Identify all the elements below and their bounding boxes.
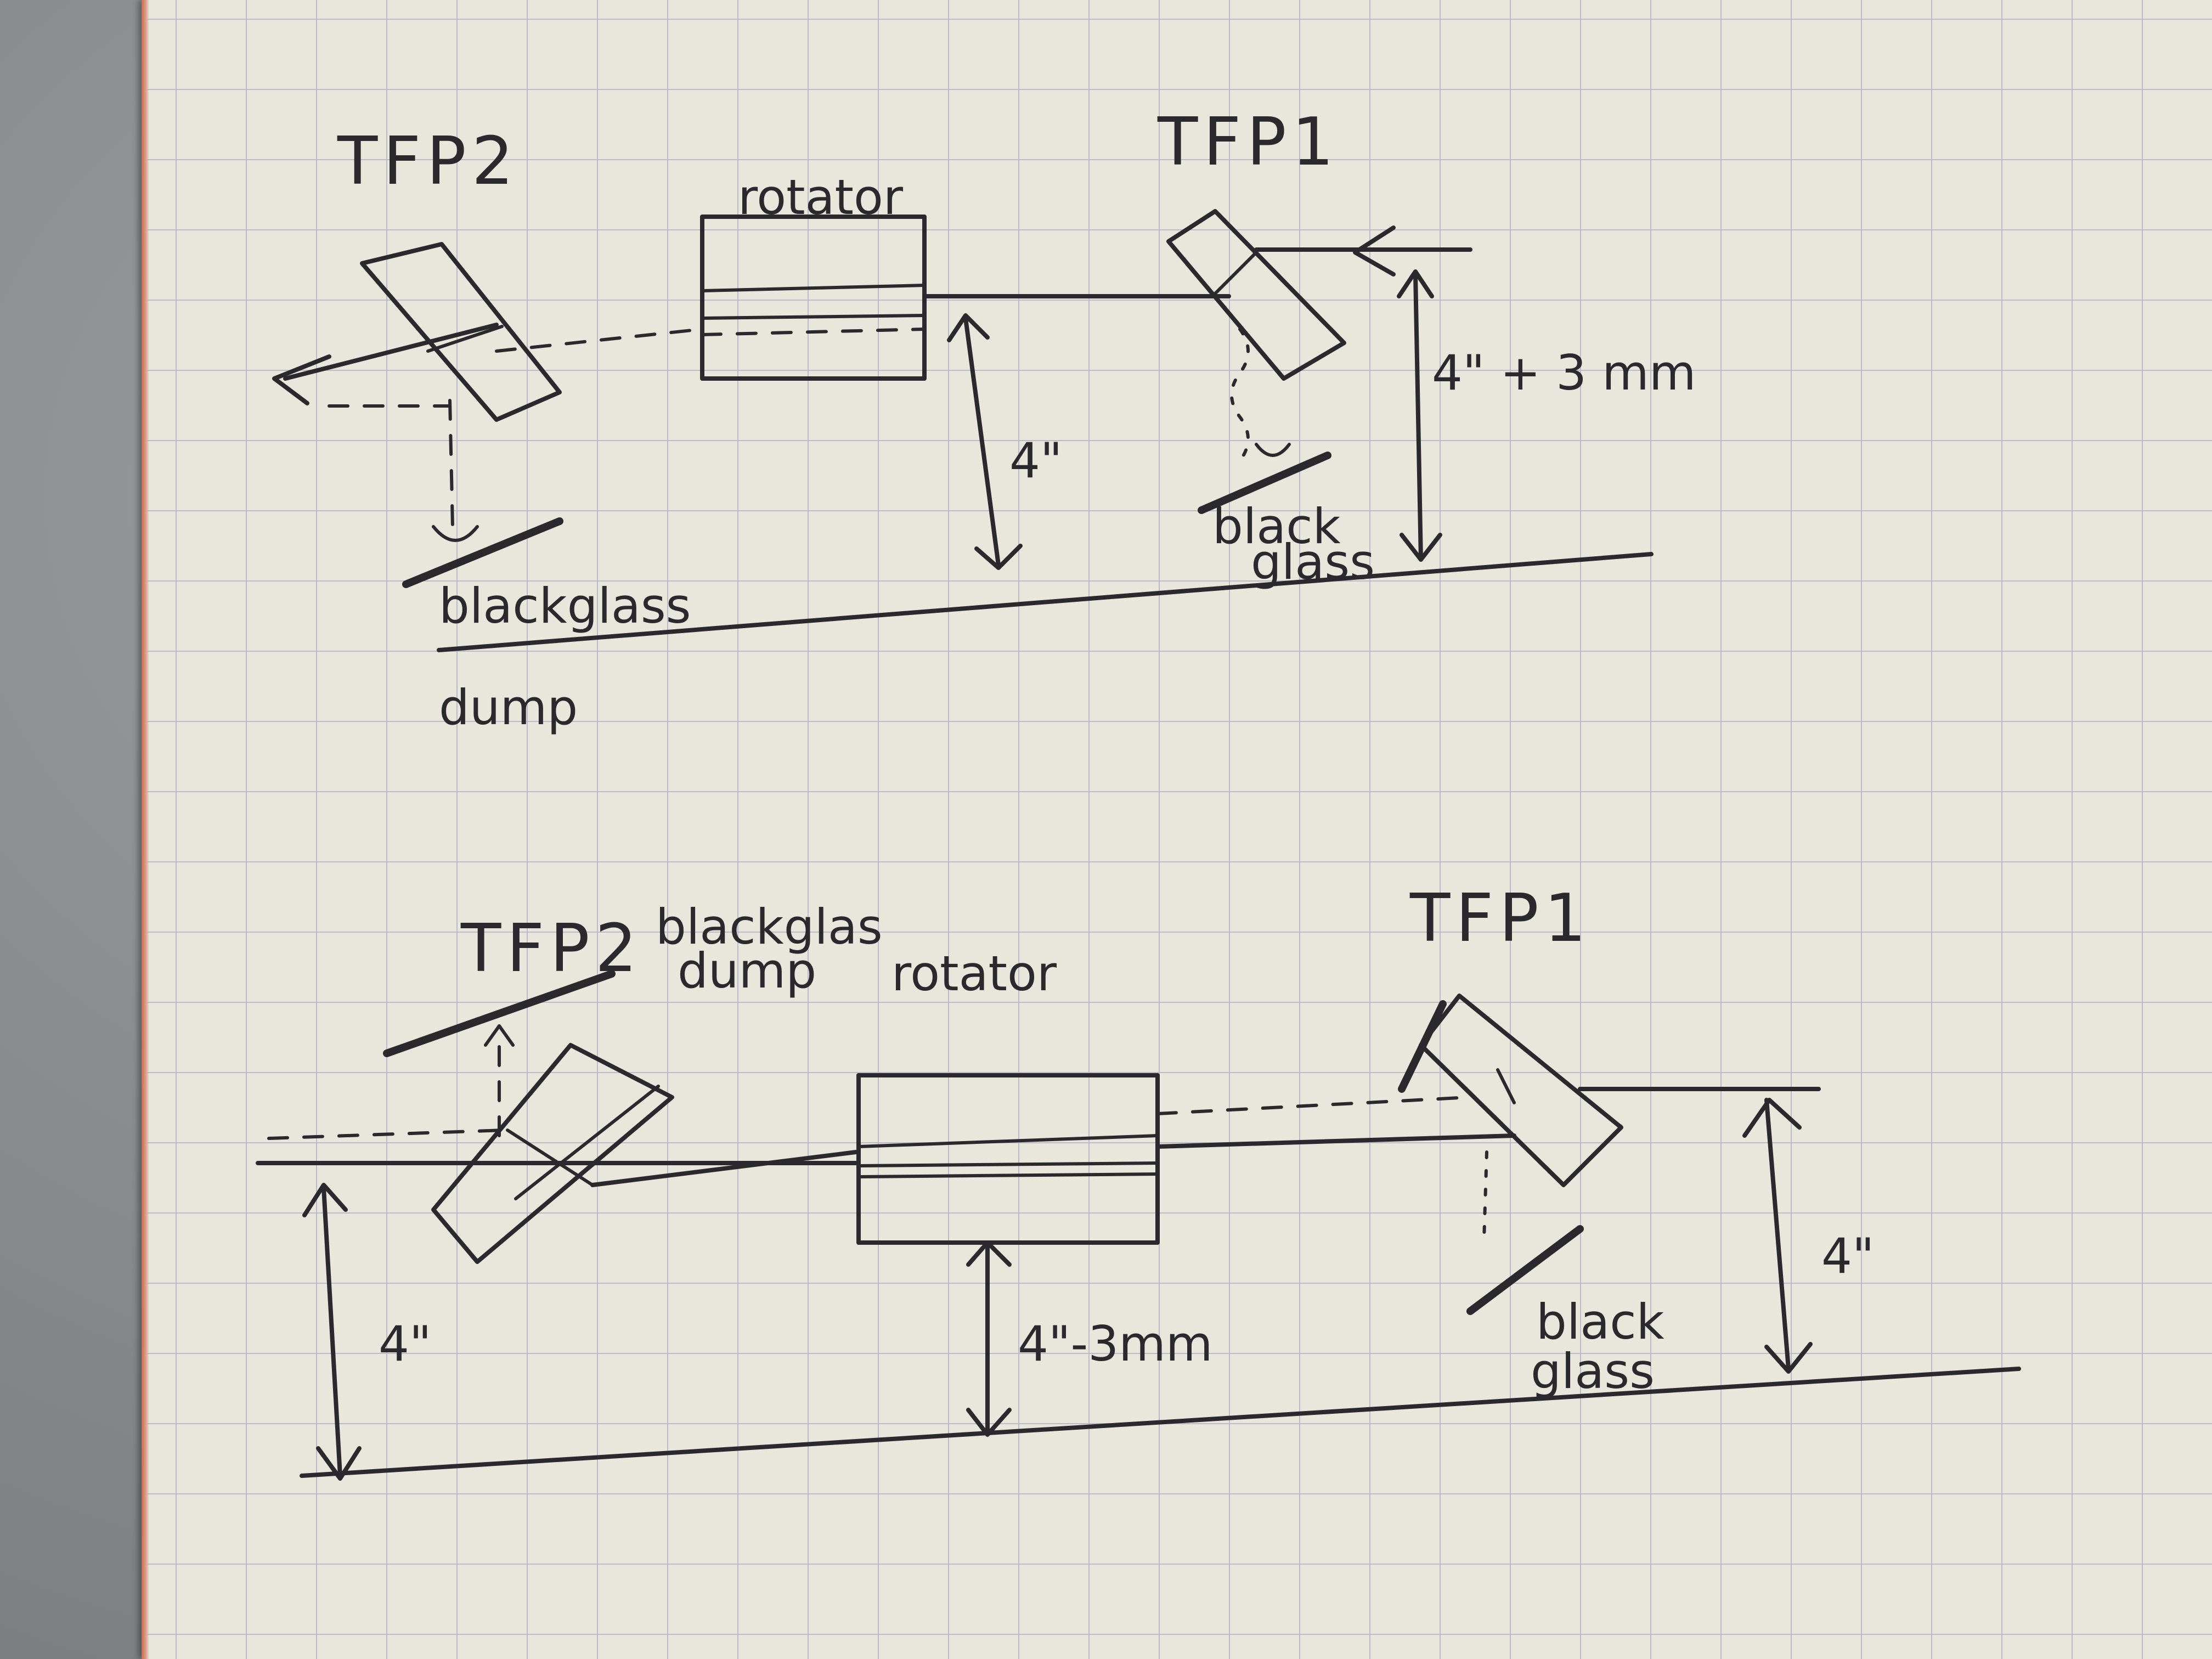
top-dim-right-arrow-down [1400, 533, 1442, 562]
top-dim-rotator-label: 4" [1009, 432, 1062, 489]
top-blackglass-left-label: blackglass [439, 578, 691, 634]
top-dim-rotator-arrow-down [974, 544, 1023, 570]
bottom-rotator-dashed [1156, 1096, 1472, 1115]
bottom-diagram: TFP2 blackglas dump rotator TFP1 4" 4"-3… [256, 881, 2021, 1481]
bottom-tfp2-edge [514, 1085, 660, 1200]
bottom-beam-rotator-tfp1 [1155, 1133, 1516, 1149]
bottom-beam-mid [590, 1150, 858, 1187]
top-tfp1-label: TFP1 [1157, 104, 1339, 180]
bottom-dim-right-arrow-down [1764, 1342, 1813, 1374]
bottom-tfp1-label: TFP1 [1409, 881, 1592, 957]
top-dim-right-line [1413, 272, 1423, 562]
bottom-rejected-dashed [267, 1128, 506, 1140]
top-dump-dashed [448, 399, 454, 528]
bottom-rotator-line-3 [857, 1172, 1159, 1178]
bottom-tfp1-mark [1496, 1068, 1516, 1104]
bottom-rotator-body [856, 1073, 1160, 1245]
bottom-tfp1-edge [1398, 1000, 1447, 1093]
top-rotator-line-1 [701, 284, 926, 292]
top-dashed-to-rotator [495, 328, 704, 353]
bottom-dim-rotator-label: 4"-3mm [1018, 1316, 1213, 1372]
top-tfp1-plate [1166, 209, 1346, 381]
bottom-dim-rotator-arrow-up [966, 1240, 1012, 1267]
bottom-blackglass-dump-label-1: blackglas [656, 899, 883, 955]
bottom-blackglass-dump [383, 970, 616, 1057]
top-dim-rotator-arrow-up [947, 313, 990, 342]
bottom-black-label: black [1536, 1294, 1664, 1350]
top-tfp1-dump-arrow [1255, 443, 1291, 457]
top-dim-right-label: 4" + 3 mm [1432, 345, 1696, 401]
top-dump-label: dump [439, 679, 578, 736]
bottom-dim-right-label: 4" [1821, 1228, 1874, 1284]
top-output-beam [283, 323, 499, 381]
top-rotator-dashed [701, 328, 926, 336]
bottom-tfp1-dump-dashed [1482, 1150, 1488, 1242]
bottom-dim-left-line [321, 1186, 342, 1478]
bottom-blackglass-right [1466, 1225, 1584, 1315]
bottom-table-edge [300, 1367, 2021, 1478]
top-blackglass-left [402, 517, 563, 588]
bottom-rotator-line-2 [857, 1161, 1159, 1167]
top-dump-arrow [432, 525, 479, 542]
bottom-rotator-line-1 [857, 1134, 1159, 1148]
top-input-arrowhead [1353, 225, 1396, 276]
top-dim-right-arrow-up [1397, 269, 1434, 298]
top-blackglass-right [1198, 452, 1331, 514]
top-rotator-label: rotator [738, 169, 904, 225]
top-tfp1-dump-path [1230, 328, 1250, 462]
bottom-tfp2-plate [431, 1043, 674, 1264]
graph-paper [142, 0, 2212, 1659]
bottom-glass-label: glass [1531, 1343, 1655, 1400]
bottom-blackglass-dump-label-2: dump [678, 943, 816, 999]
top-dim-rotator-line [963, 316, 1001, 567]
bottom-dim-right-line [1764, 1098, 1791, 1371]
top-black-label: black [1212, 498, 1341, 555]
bottom-tfp2-label: TFP2 [460, 911, 642, 987]
paper-edge [142, 0, 149, 1659]
bottom-dim-left-arrow-down [316, 1446, 362, 1481]
bottom-tfp1-plate [1419, 994, 1623, 1187]
top-rotator-body [700, 215, 927, 381]
bottom-dim-left-label: 4" [379, 1316, 431, 1372]
bottom-dim-left-arrow-up [302, 1183, 348, 1217]
top-tfp2-label: TFP2 [337, 123, 519, 200]
top-diagram: TFP2 rotator TFP1 blackglass dump 4" 4" … [272, 104, 1696, 736]
top-tfp2-plate [360, 242, 562, 422]
top-output-arrowhead [272, 354, 331, 405]
top-tfp1-divider [1211, 251, 1258, 298]
top-rotator-line-2 [701, 314, 926, 320]
bottom-tfp2-divider [506, 1128, 594, 1187]
top-table-edge [437, 552, 1654, 652]
bottom-rotator-label: rotator [891, 945, 1057, 1002]
top-glass-label: glass [1251, 534, 1375, 590]
bottom-dump-arrow [484, 1024, 515, 1047]
bottom-dim-right-arrow-up [1742, 1098, 1802, 1138]
top-tfp2-divider [426, 325, 504, 353]
